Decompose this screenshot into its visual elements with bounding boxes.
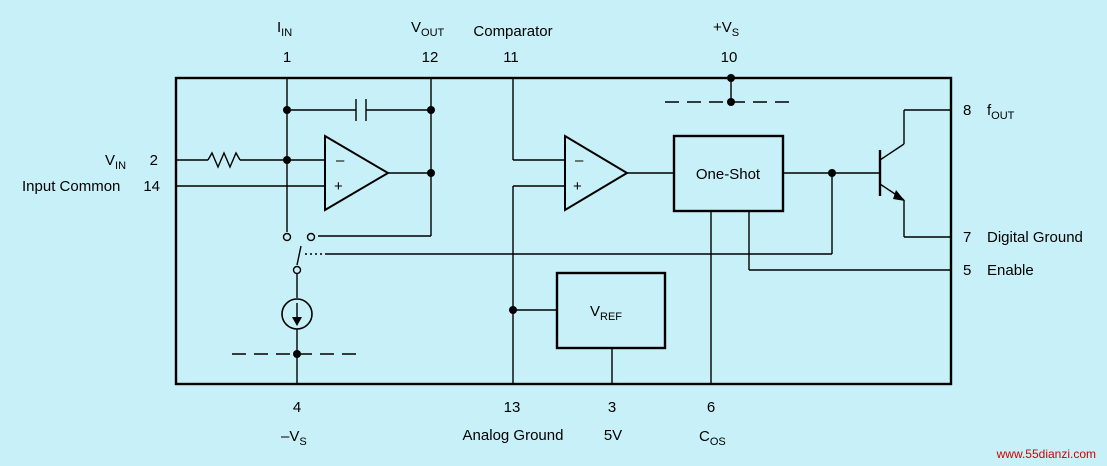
cos-label: COS [699, 428, 726, 448]
vs-pos-label: +VS [713, 19, 739, 39]
pin-11-number: 11 [503, 49, 519, 66]
pin-4-number: 4 [293, 399, 301, 416]
switch-contact-b [306, 232, 316, 242]
pin-3-number: 3 [608, 399, 616, 416]
opamp-plus: + [334, 178, 343, 195]
pin-8-number: 8 [963, 102, 971, 119]
oneshot-label: One-Shot [696, 166, 761, 183]
vref-block [555, 271, 667, 350]
vs-neg-label: –VS [281, 428, 307, 448]
resistor [207, 151, 241, 169]
vout-label: VOUT [411, 19, 445, 39]
switch-contact-a [282, 232, 292, 242]
pin-14-number: 14 [143, 178, 160, 195]
integrator-section: – + [176, 78, 832, 384]
integrator-opamp [324, 134, 390, 212]
comparator-opamp [564, 134, 629, 212]
pin-1-number: 1 [283, 49, 291, 66]
chip-outline [174, 76, 953, 386]
comparator-plus: + [573, 178, 582, 195]
fout-label: fOUT [987, 102, 1015, 122]
digital-ground-label: Digital Ground [987, 229, 1083, 246]
analog-ground-label: Analog Ground [463, 427, 564, 444]
enable-label: Enable [987, 262, 1034, 279]
pin-12-number: 12 [422, 49, 439, 66]
pin-7-number: 7 [963, 229, 971, 246]
input-common-label: Input Common [22, 178, 120, 195]
output-section: One-Shot [665, 74, 951, 384]
vref-label: VREF [590, 303, 622, 323]
iin-label: IIN [277, 19, 292, 39]
pin-10-number: 10 [721, 49, 738, 66]
comparator-label: Comparator [473, 23, 552, 40]
pin-6-number: 6 [707, 399, 715, 416]
switch-pivot [292, 265, 302, 275]
watermark: www.55dianzi.com [996, 447, 1096, 461]
vin-label: VIN [105, 152, 126, 172]
pin-13-number: 13 [504, 399, 521, 416]
pin-2-number: 2 [150, 152, 158, 169]
opamp-minus: – [336, 152, 345, 169]
comparator-minus: – [575, 152, 584, 169]
pin-5-number: 5 [963, 262, 971, 279]
comparator-section: – + VREF [509, 78, 674, 384]
five-v-label: 5V [604, 427, 622, 444]
